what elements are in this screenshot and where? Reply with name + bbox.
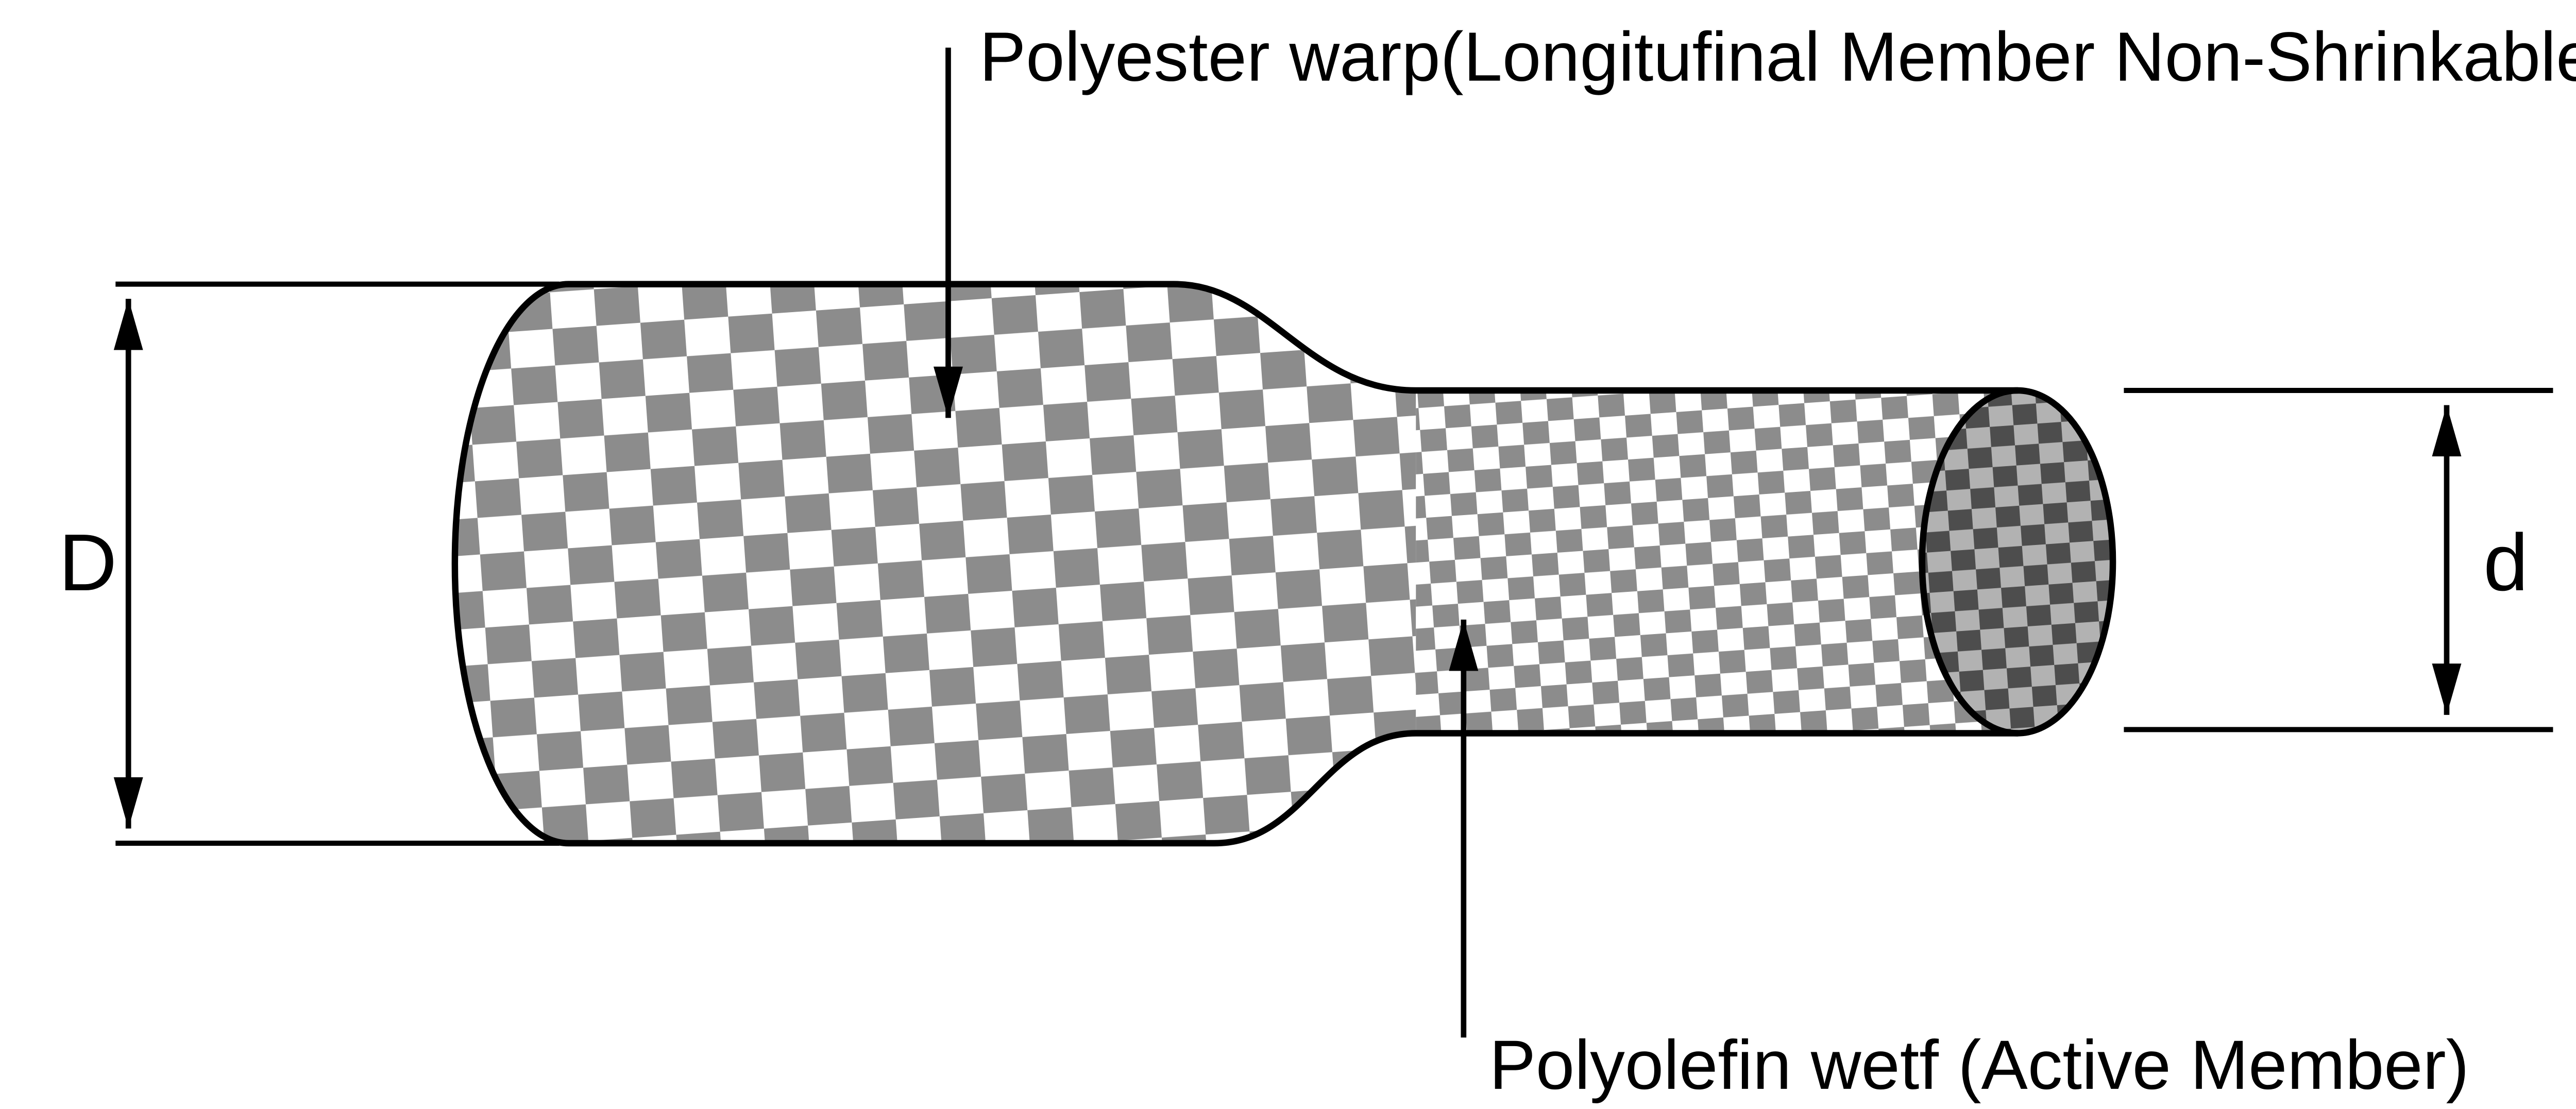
dimension-label-D: D: [59, 518, 117, 608]
dimension-D: D: [59, 281, 560, 846]
annotation-polyolefin-weft: Polyolefin wetf (Active Member): [1449, 619, 2469, 1104]
tube-body: [451, 281, 2116, 847]
tube-outline: [451, 281, 2021, 847]
dimension-d: d: [2124, 388, 2553, 732]
annotation-label-polyester: Polyester warp(Longitufinal Member Non-S…: [979, 18, 2576, 96]
dimension-label-d: d: [2483, 518, 2528, 608]
annotation-polyester-warp: Polyester warp(Longitufinal Member Non-S…: [934, 18, 2576, 418]
tube-end-face: [1919, 387, 2116, 737]
annotation-label-polyolefin: Polyolefin wetf (Active Member): [1489, 1026, 2469, 1104]
large-cylinder: [454, 284, 1416, 843]
